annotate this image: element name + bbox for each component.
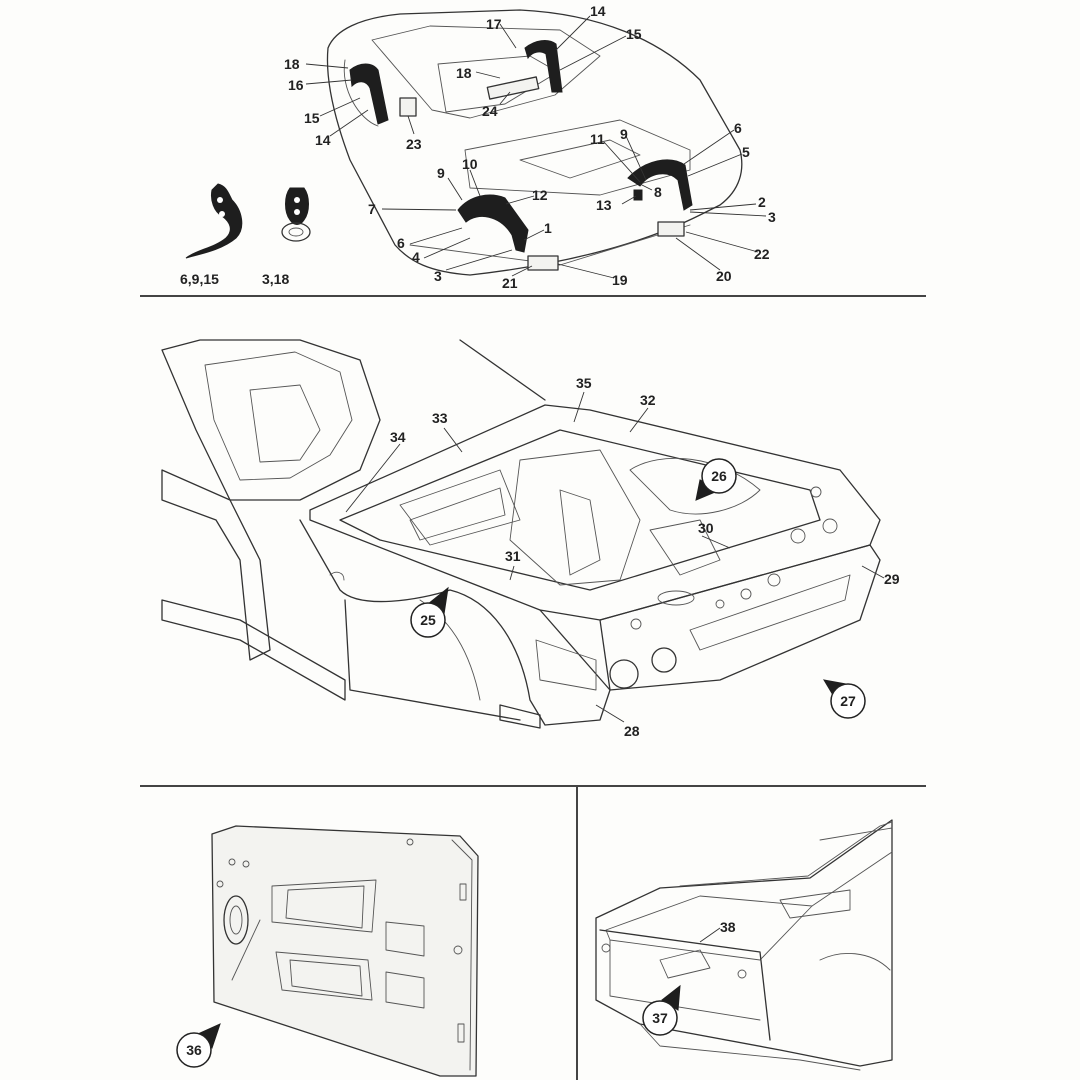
leader-38 [699, 927, 721, 943]
part-label: 28 [624, 723, 640, 739]
part-label: 15 [304, 110, 320, 126]
svg-text:27: 27 [840, 693, 856, 709]
part-label: 6 [397, 235, 405, 251]
part-label: 18 [284, 56, 300, 72]
part-label: 7 [368, 201, 376, 217]
svg-text:26: 26 [711, 468, 727, 484]
part-label: 38 [720, 919, 736, 935]
seal-profile-6-9-15: 6,9,15 [180, 183, 243, 287]
view-callout-25: 25 [410, 586, 449, 638]
part-label: 15 [626, 26, 642, 42]
part-label: 30 [698, 520, 714, 536]
part-label: 19 [612, 272, 628, 288]
part-label: 18 [456, 65, 472, 81]
top-panel: 6,9,15 3,18 [180, 3, 776, 291]
front-left-arch-seal [457, 194, 529, 253]
part-label: 9 [620, 126, 628, 142]
rear-right-arch-seal [524, 40, 563, 93]
part-label: 2 [758, 194, 766, 210]
top-leader-lines [305, 15, 767, 279]
part-label: 1 [544, 220, 552, 236]
part-label: 16 [288, 77, 304, 93]
part-label: 24 [482, 103, 498, 119]
view-callout-26: 26 [695, 458, 737, 501]
legend-label-6-9-15: 6,9,15 [180, 271, 219, 287]
legend-label-3-18: 3,18 [262, 271, 289, 287]
bottom-left-panel: 36 [176, 825, 479, 1077]
part-label: 8 [654, 184, 662, 200]
part-label: 20 [716, 268, 732, 284]
part-label: 10 [462, 156, 478, 172]
part-label: 14 [315, 132, 331, 148]
part-label: 34 [390, 429, 406, 445]
part-label: 9 [437, 165, 445, 181]
top-part-labels: 1 2 3 3 3 4 5 6 6 7 8 9 9 10 11 12 13 14… [284, 3, 776, 291]
part-label: 32 [640, 392, 656, 408]
rear-left-arch-seal [349, 63, 389, 125]
front-right-arch-seal [627, 159, 693, 211]
svg-text:36: 36 [186, 1042, 202, 1058]
part-label: 31 [505, 548, 521, 564]
part-label: 23 [406, 136, 422, 152]
part-label: 33 [432, 410, 448, 426]
part-label: 13 [596, 197, 612, 213]
part-label: 3 [768, 209, 776, 225]
front-body-shell [161, 339, 881, 729]
part-label: 11 [590, 131, 605, 147]
part-label: 4 [412, 249, 420, 265]
arch-brackets [399, 76, 685, 271]
middle-leader-lines [345, 391, 885, 723]
view-callout-27: 27 [823, 679, 866, 719]
car-body-outline [326, 9, 743, 276]
part-label: 12 [532, 187, 548, 203]
part-label: 22 [754, 246, 770, 262]
door-inner-panel [211, 825, 479, 1077]
part-label: 3 [434, 268, 442, 284]
view-callout-37: 37 [642, 984, 681, 1036]
svg-text:25: 25 [420, 612, 436, 628]
part-label: 17 [486, 16, 502, 32]
svg-text:37: 37 [652, 1010, 668, 1026]
view-callout-36: 36 [176, 1023, 221, 1068]
part-label: 35 [576, 375, 592, 391]
rear-compartment [595, 819, 893, 1071]
part-label: 6 [734, 120, 742, 136]
part-label: 14 [590, 3, 606, 19]
middle-panel: 25 26 27 28 29 30 31 32 [161, 339, 900, 739]
seal-profile-3-18: 3,18 [262, 187, 311, 287]
bottom-right-panel: 37 38 [595, 819, 893, 1071]
part-label: 21 [502, 275, 518, 291]
part-label: 5 [742, 144, 750, 160]
part-label: 29 [884, 571, 900, 587]
middle-part-labels: 28 29 30 31 32 33 34 35 [390, 375, 900, 739]
